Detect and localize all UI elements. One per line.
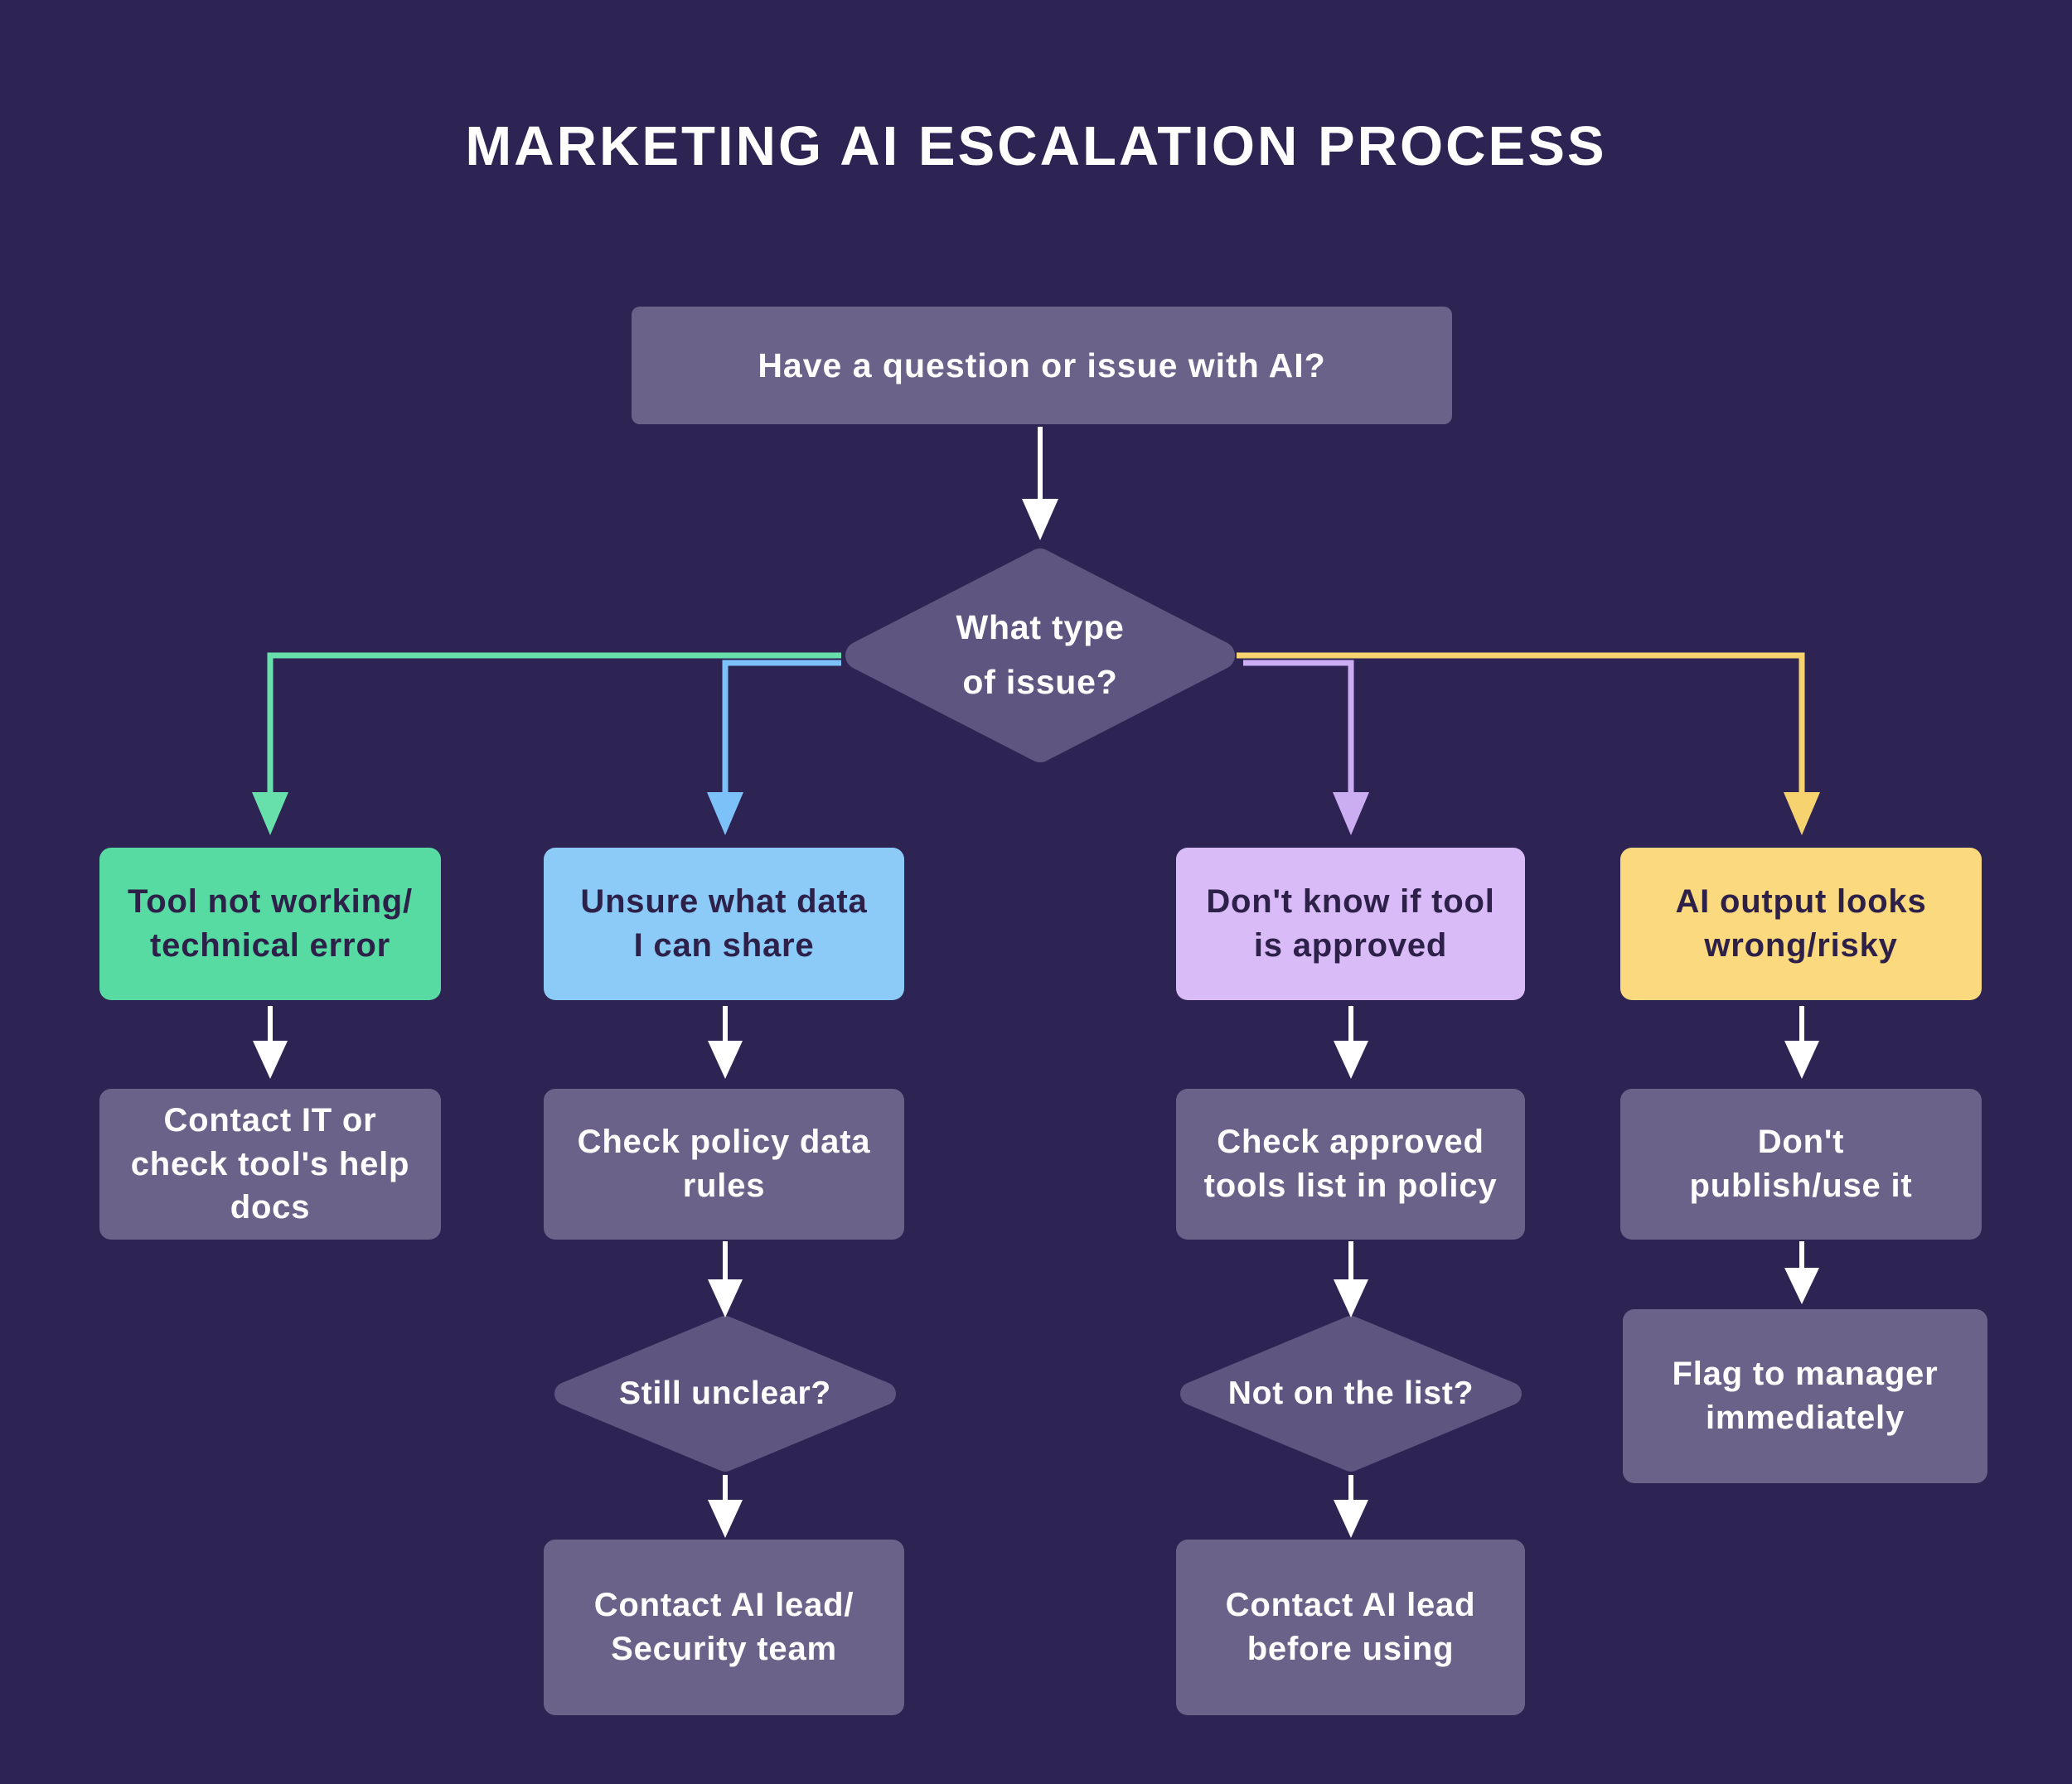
arrow-green-to-action bbox=[253, 1006, 288, 1079]
node-label-line: AI output looks bbox=[1675, 883, 1927, 921]
action-flag-manager: Flag to manager immediately bbox=[1623, 1309, 1987, 1483]
arrow-down-icon bbox=[1784, 792, 1820, 835]
arrow-publish-to-flag bbox=[1784, 1241, 1819, 1304]
node-label-line: Contact AI lead/ bbox=[593, 1587, 854, 1624]
arrow-down-icon bbox=[1333, 792, 1369, 835]
arrow-unclear-to-contact bbox=[708, 1475, 743, 1538]
node-label-line: Flag to manager bbox=[1672, 1356, 1939, 1393]
still-unclear-diamond-shape bbox=[554, 1316, 896, 1472]
node-label-line: publish/use it bbox=[1689, 1168, 1913, 1204]
decision-unclear-label: Still unclear? bbox=[543, 1369, 908, 1419]
node-label-line: Check policy data bbox=[577, 1124, 871, 1161]
node-label: Still unclear? bbox=[618, 1375, 832, 1411]
arrow-down-icon bbox=[707, 792, 743, 835]
connector-blue-branch bbox=[707, 660, 841, 835]
branch-tool-not-working: Tool not working/ technical error bbox=[99, 848, 441, 1000]
connector-yellow-branch bbox=[1237, 652, 1820, 835]
action-check-tools-list: Check approved tools list in policy bbox=[1176, 1089, 1525, 1240]
action-contact-before-using: Contact AI lead before using bbox=[1176, 1540, 1525, 1715]
action-dont-publish: Don't publish/use it bbox=[1620, 1089, 1982, 1240]
node-label-line: Contact AI lead bbox=[1225, 1587, 1476, 1624]
branch-unsure-data: Unsure what data I can share bbox=[544, 848, 904, 1000]
node-label: Have a question or issue with AI? bbox=[758, 346, 1326, 384]
node-label-line: wrong/risky bbox=[1704, 927, 1898, 964]
node-label-line: Security team bbox=[611, 1631, 837, 1667]
arrow-tools-to-notlist bbox=[1334, 1241, 1368, 1317]
node-label-line: Unsure what data bbox=[580, 883, 868, 921]
action-check-policy: Check policy data rules bbox=[544, 1089, 904, 1240]
start-node: Have a question or issue with AI? bbox=[632, 307, 1452, 424]
node-label-line: before using bbox=[1247, 1631, 1455, 1667]
arrow-blue-to-action bbox=[708, 1006, 743, 1079]
action-contact-security: Contact AI lead/ Security team bbox=[544, 1540, 904, 1715]
branch-ai-output: AI output looks wrong/risky bbox=[1620, 848, 1982, 1000]
branch-tool-approved: Don't know if tool is approved bbox=[1176, 848, 1525, 1000]
node-label-line: rules bbox=[682, 1168, 766, 1204]
node-label-line: Contact IT or bbox=[163, 1101, 377, 1139]
decision-diamond-shape bbox=[845, 549, 1235, 762]
node-label-line: check tool's help bbox=[130, 1145, 410, 1182]
arrow-down-icon bbox=[252, 792, 288, 835]
node-label-line: docs bbox=[230, 1189, 311, 1226]
node-label-line: immediately bbox=[1705, 1400, 1905, 1436]
arrow-notlist-to-contact bbox=[1334, 1475, 1368, 1538]
decision-type-label: What type of issue? bbox=[858, 580, 1222, 731]
arrow-policy-to-unclear bbox=[708, 1241, 743, 1317]
node-label-line: Tool not working/ bbox=[128, 883, 413, 921]
connector-green-branch bbox=[252, 652, 841, 835]
node-label-line: Don't bbox=[1757, 1124, 1845, 1161]
node-label-line: of issue? bbox=[962, 663, 1118, 701]
node-label-line: technical error bbox=[150, 927, 390, 964]
arrow-start-to-decision bbox=[1022, 427, 1058, 540]
node-label-line: is approved bbox=[1253, 927, 1448, 964]
action-contact-it: Contact IT or check tool's help docs bbox=[99, 1089, 441, 1240]
connector-purple-branch bbox=[1243, 660, 1369, 835]
arrow-purple-to-action bbox=[1334, 1006, 1368, 1079]
node-label-line: What type bbox=[956, 608, 1125, 647]
node-label-line: Check approved bbox=[1217, 1124, 1484, 1161]
decision-not-on-list-label: Not on the list? bbox=[1169, 1369, 1533, 1419]
node-label-line: I can share bbox=[633, 927, 815, 964]
node-label-line: tools list in policy bbox=[1203, 1168, 1498, 1204]
node-label: Not on the list? bbox=[1227, 1375, 1474, 1411]
page-title: MARKETING AI ESCALATION PROCESS bbox=[465, 115, 1607, 177]
arrow-yellow-to-action bbox=[1784, 1006, 1819, 1079]
not-on-list-diamond-shape bbox=[1180, 1316, 1522, 1472]
node-label-line: Don't know if tool bbox=[1206, 883, 1495, 921]
